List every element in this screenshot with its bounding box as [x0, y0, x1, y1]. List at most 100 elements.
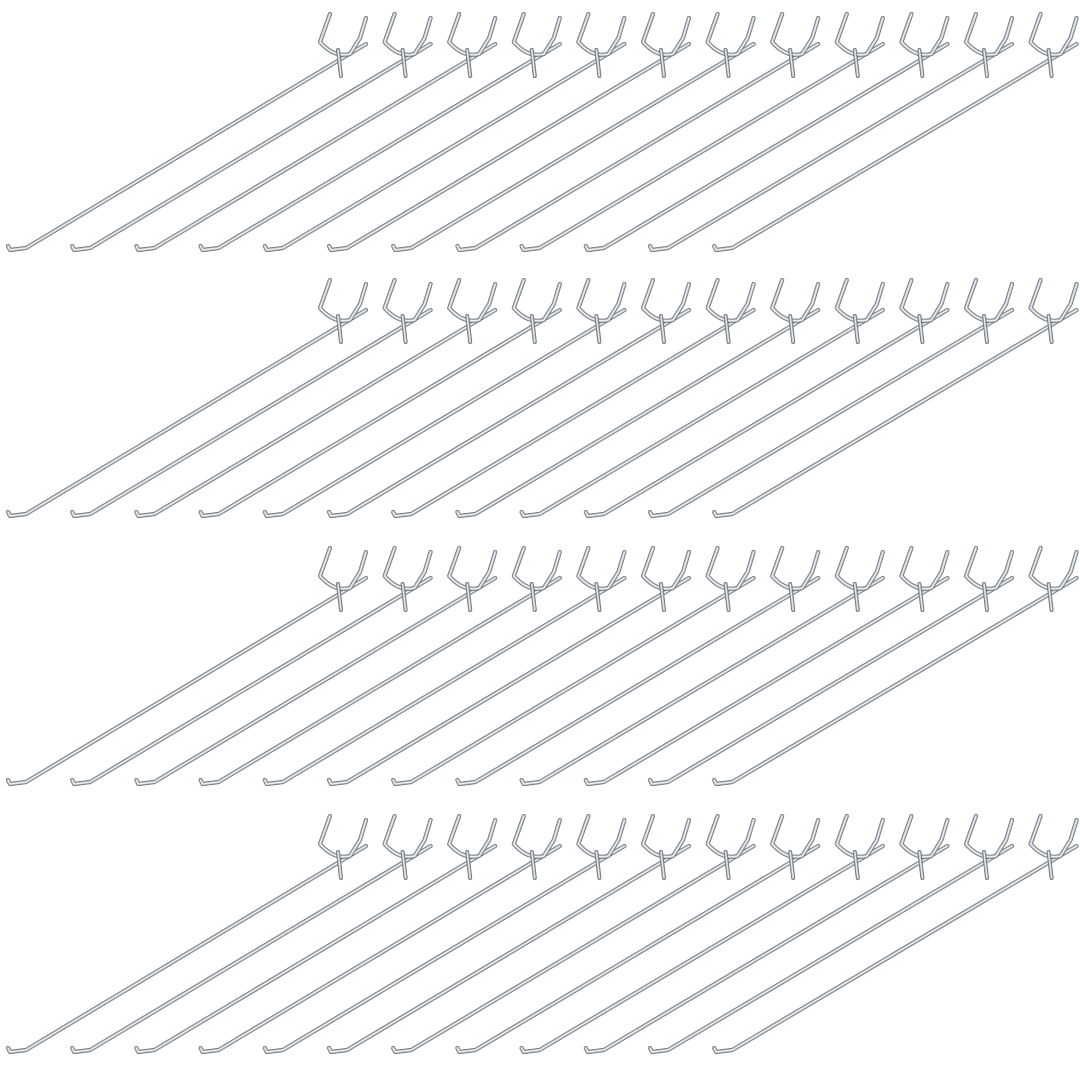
- hook-peg: [1048, 851, 1052, 879]
- hook-head: [707, 13, 755, 56]
- pegboard-hook: [5, 545, 369, 787]
- hook-peg: [660, 49, 665, 77]
- hook-peg: [854, 49, 859, 77]
- pegboard-hook: [712, 545, 1079, 787]
- pegboard-hook: [262, 11, 627, 253]
- pegboard-hook: [712, 813, 1079, 1055]
- hook-arm: [713, 43, 1078, 251]
- hook-arm: [71, 845, 432, 1053]
- pegboard-hook: [455, 277, 821, 519]
- hook-peg: [466, 851, 471, 879]
- hook-arm: [585, 309, 948, 517]
- hook-head: [900, 13, 948, 56]
- hook-head: [642, 279, 690, 322]
- hook-peg: [660, 583, 665, 611]
- pegboard-hook: [647, 11, 1015, 253]
- hook-peg: [789, 851, 794, 879]
- hook-head: [319, 13, 367, 56]
- pegboard-hook: [391, 813, 756, 1055]
- pegboard-hook: [198, 813, 562, 1055]
- hook-arm: [328, 309, 690, 517]
- hook-head: [642, 547, 690, 590]
- hook-arm: [71, 577, 432, 785]
- pegboard-hook: [198, 11, 562, 253]
- hook-head: [965, 279, 1013, 322]
- hook-arm: [456, 577, 819, 785]
- hook-peg: [402, 583, 406, 611]
- hook-arm: [392, 577, 755, 785]
- hook-peg: [466, 583, 471, 611]
- pegboard-hook: [391, 11, 756, 253]
- pegboard-hook: [455, 545, 821, 787]
- pegboard-hook: [712, 11, 1079, 253]
- hook-head: [642, 13, 690, 56]
- pegboard-hook: [583, 277, 950, 519]
- hook-peg: [466, 49, 471, 77]
- hook-arm: [456, 43, 819, 251]
- hook-peg: [919, 583, 923, 611]
- hook-arm: [713, 577, 1078, 785]
- hook-peg: [402, 49, 406, 77]
- hook-peg: [789, 583, 794, 611]
- hook-arm: [649, 845, 1013, 1053]
- hook-head: [771, 547, 819, 590]
- hook-head: [384, 279, 432, 322]
- pegboard-hook: [262, 277, 627, 519]
- hook-head: [707, 547, 755, 590]
- hook-head: [771, 13, 819, 56]
- hook-arm: [328, 845, 690, 1053]
- hook-arm: [585, 577, 948, 785]
- hook-peg: [983, 49, 988, 77]
- hook-arm: [392, 309, 755, 517]
- hook-arm: [7, 43, 367, 251]
- hook-arm: [264, 309, 625, 517]
- hook-arm: [456, 845, 819, 1053]
- hook-head: [577, 547, 625, 590]
- pegboard-hook: [391, 545, 756, 787]
- hook-peg: [1048, 49, 1052, 77]
- hook-head: [965, 13, 1013, 56]
- hook-head: [577, 815, 625, 858]
- hook-head: [577, 13, 625, 56]
- hook-peg: [725, 49, 729, 77]
- hook-peg: [531, 583, 536, 611]
- hook-arm: [135, 577, 496, 785]
- pegboard-hook: [326, 11, 692, 253]
- hook-arm: [649, 577, 1013, 785]
- pegboard-hook: [134, 11, 498, 253]
- hook-peg: [337, 583, 342, 611]
- hook-head: [642, 815, 690, 858]
- hook-head: [900, 279, 948, 322]
- pegboard-hook: [5, 11, 369, 253]
- hook-arm: [713, 309, 1078, 517]
- hook-head: [965, 547, 1013, 590]
- hook-arm: [521, 845, 884, 1053]
- hook-peg: [531, 851, 536, 879]
- pegboard-hook: [326, 813, 692, 1055]
- pegboard-hook: [70, 813, 433, 1055]
- hook-peg: [531, 315, 536, 343]
- hook-arm: [392, 43, 755, 251]
- hook-head: [513, 815, 561, 858]
- pegboard-hook: [70, 11, 433, 253]
- hook-peg: [596, 315, 600, 343]
- hook-arm: [71, 43, 432, 251]
- hook-peg: [466, 315, 471, 343]
- hook-peg: [1048, 583, 1052, 611]
- hook-peg: [337, 851, 342, 879]
- hook-peg: [337, 315, 342, 343]
- pegboard-hook: [583, 813, 950, 1055]
- pegboard-hook: [391, 277, 756, 519]
- hook-head: [384, 13, 432, 56]
- hooks-layer: [5, 11, 1079, 1055]
- hook-peg: [983, 851, 988, 879]
- pegboard-hook: [5, 813, 369, 1055]
- hook-arm: [200, 43, 561, 251]
- hook-head: [448, 547, 496, 590]
- hook-peg: [402, 315, 406, 343]
- hook-peg: [789, 315, 794, 343]
- pegboard-hook: [455, 11, 821, 253]
- pegboard-hook: [198, 277, 562, 519]
- hook-peg: [854, 583, 859, 611]
